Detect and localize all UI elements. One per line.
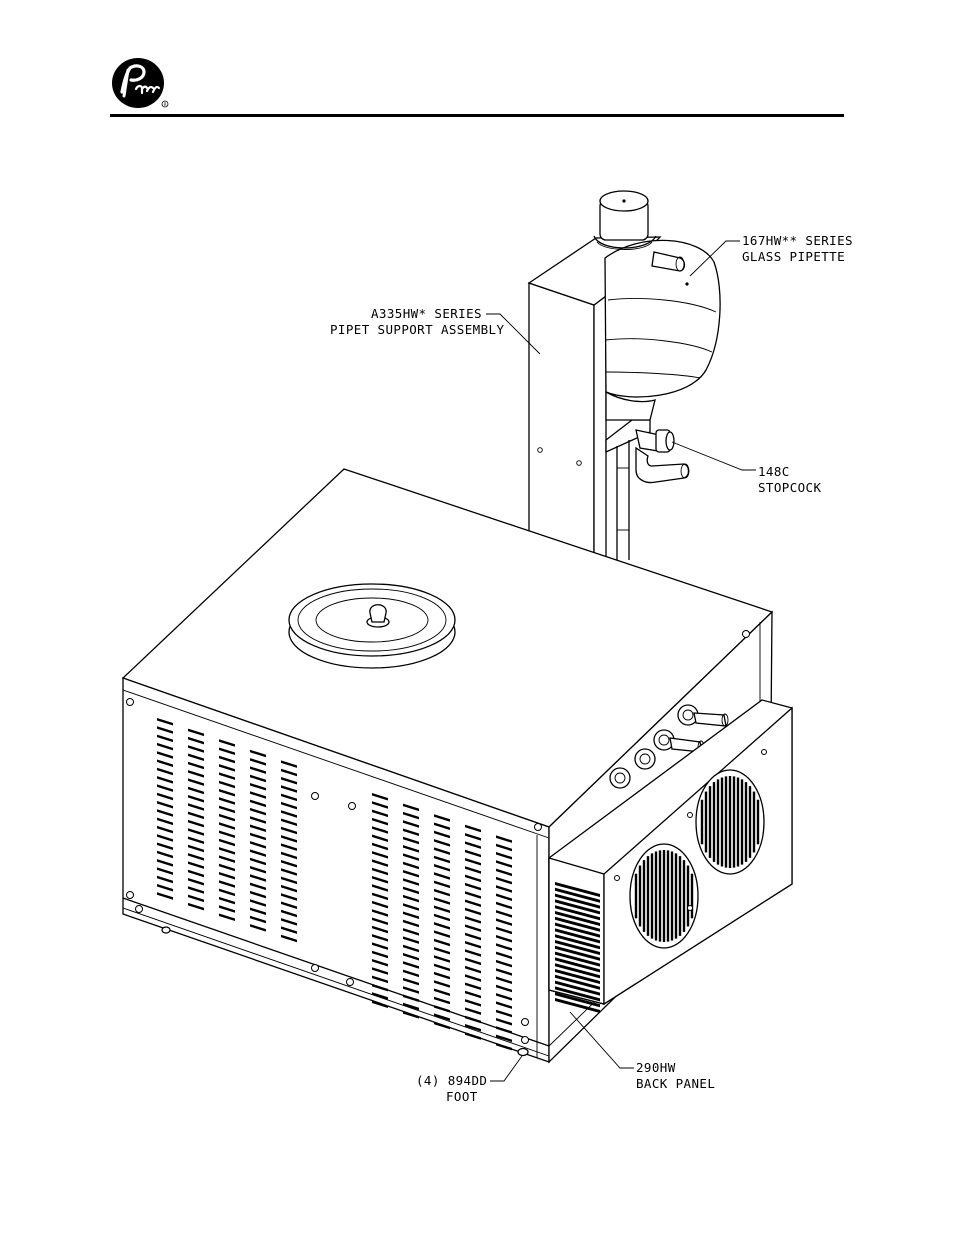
glass-pipette [593,190,721,484]
callout-stopcock-line1: 148C [758,464,790,479]
callout-back-panel-line1: 290HW [636,1060,676,1075]
vent-slots-left [157,718,297,943]
callout-stopcock: 148C STOPCOCK [671,441,821,495]
svg-text:R: R [164,102,167,107]
callout-foot: (4) 894DD FOOT [416,1055,523,1104]
header-rule [110,114,844,117]
callout-foot-line1: (4) 894DD [416,1073,487,1088]
rear-fittings [609,704,729,789]
callout-support: A335HW* SERIES PIPET SUPPORT ASSEMBLY [330,306,541,355]
callout-stopcock-line2: STOPCOCK [758,480,821,495]
callout-pipette: 167HW** SERIES GLASS PIPETTE [689,233,853,277]
heat-sink-fins [555,882,600,1013]
pipet-support-assembly [527,236,662,560]
parr-logo-mark: R [112,58,169,108]
callout-back-panel: 290HW BACK PANEL [569,1011,715,1091]
callout-pipette-line1: 167HW** SERIES [742,233,853,248]
callout-support-line2: PIPET SUPPORT ASSEMBLY [330,322,504,337]
callout-foot-line2: FOOT [446,1089,478,1104]
cabinet [121,468,793,1064]
fan-grille-right [700,776,760,868]
callout-back-panel-line2: BACK PANEL [636,1076,715,1091]
vent-slots-right [372,793,512,1051]
callout-pipette-line2: GLASS PIPETTE [742,249,845,264]
back-panel [548,699,793,1013]
fan-grille-left [634,850,694,942]
callout-support-line1: A335HW* SERIES [371,306,482,321]
parr-logo: R Parr [110,56,170,110]
